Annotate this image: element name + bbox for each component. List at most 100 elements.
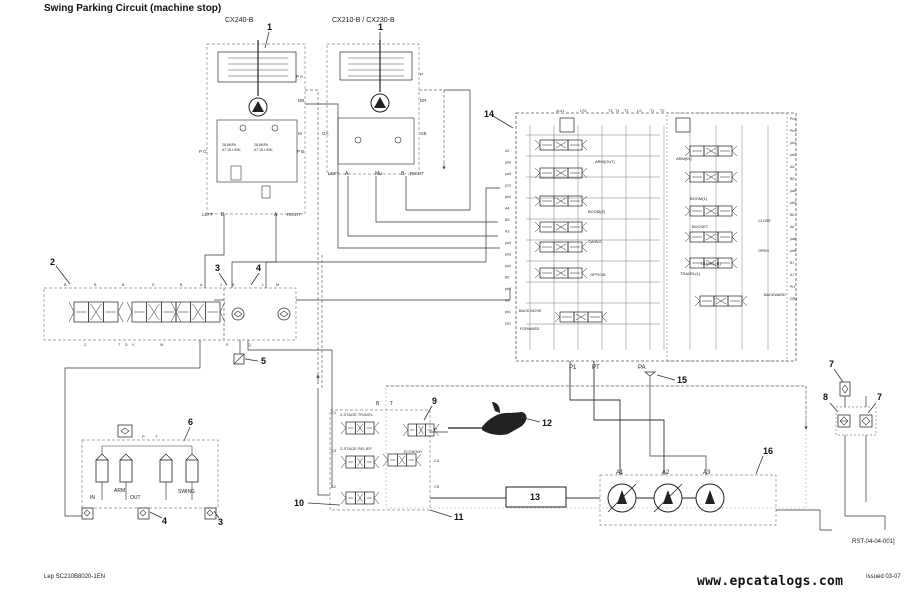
- brake-block-cx240: [217, 51, 297, 83]
- svg-text:P: P: [434, 427, 437, 432]
- solenoid-valve-block: 2-STAGE TRAVEL 2-STAGE RELIEF ECONOMY C1…: [294, 385, 807, 522]
- svg-text:C2: C2: [331, 484, 337, 489]
- cv-left-port: pa3: [505, 241, 511, 245]
- relief-label-2b: AT 16 L/MN: [254, 148, 273, 152]
- callout-13: 13: [530, 492, 540, 502]
- cv-right-port: DR3: [790, 297, 797, 301]
- cv-spool-left-1: [534, 139, 588, 151]
- motor-symbol-cx240: [248, 97, 268, 117]
- svg-text:P: P: [420, 72, 423, 77]
- svg-text:RIGHT: RIGHT: [287, 212, 301, 217]
- callout-15: 15: [677, 375, 687, 385]
- svg-text:LEFT: LEFT: [202, 212, 213, 217]
- cv-left-port: A1: [505, 299, 509, 303]
- cv-left-port: pa1: [505, 322, 511, 326]
- left-valve-bank: 2 3 4 B B B D B A J B L M C T D E Q V: [43, 257, 297, 366]
- swing-motor-cx210: CX210-B / CX230-B 1 P DR GA GB LEFT A Mu…: [322, 17, 427, 177]
- callout-12: 12: [542, 418, 552, 428]
- diagram-title: Swing Parking Circuit (machine stop): [44, 3, 222, 14]
- relief-label-1b: AT 16 L/MN: [222, 148, 241, 152]
- figure-reference: RST-04-04-001]: [852, 539, 895, 545]
- svg-text:ARM: ARM: [114, 488, 125, 494]
- svg-text:GB: GB: [420, 131, 427, 136]
- callout-4-bottom: 4: [162, 516, 167, 526]
- callout-6: 6: [188, 417, 193, 427]
- cv-right-port: A6: [790, 225, 794, 229]
- swing-motor-cx240: CX240-B 1 28.8MPA AT 16 L/MN 28.8MPA AT …: [199, 17, 306, 218]
- svg-text:C4: C4: [434, 458, 440, 463]
- svg-text:B: B: [376, 401, 380, 407]
- main-pump: 16 A1 A2 A3: [599, 446, 777, 526]
- svg-text:ECONOMY: ECONOMY: [404, 450, 423, 454]
- cv-left-port: A4: [505, 207, 509, 211]
- callout-3-bottom: 3: [218, 517, 223, 527]
- svg-text:pLs1: pLs1: [556, 109, 564, 113]
- cv-right-port: pb5: [790, 201, 796, 205]
- cv-check-2: [675, 117, 691, 133]
- solenoid-valve-4: [340, 491, 380, 505]
- svg-text:BUCKET: BUCKET: [692, 224, 709, 229]
- svg-text:T1: T1: [650, 109, 654, 113]
- pilot-valve-block: 6 P T IN ARM OUT SWING 4 3: [81, 417, 223, 527]
- svg-text:TRAVEL(R): TRAVEL(R): [700, 261, 721, 266]
- svg-text:SWING: SWING: [588, 239, 602, 244]
- cv-right-port: Pn2: [790, 117, 796, 121]
- motor-housing-cx240: [206, 43, 306, 215]
- controller-13: 13: [505, 486, 567, 508]
- cv-right-port: Pr1: [790, 285, 796, 289]
- svg-text:LS2: LS2: [580, 109, 587, 113]
- svg-text:LEFT: LEFT: [328, 171, 339, 176]
- svg-text:D: D: [152, 283, 155, 287]
- cv-left-port: pa9: [505, 172, 511, 176]
- cv-left-port: pc3: [505, 184, 511, 188]
- cv-right-port: pb2: [790, 153, 796, 157]
- svg-text:B: B: [180, 283, 183, 287]
- svg-text:B: B: [122, 283, 125, 287]
- svg-text:T3: T3: [608, 109, 612, 113]
- svg-text:L: L: [262, 283, 264, 287]
- svg-text:P A: P A: [296, 74, 303, 79]
- svg-text:RIGHT: RIGHT: [410, 171, 424, 176]
- block2-port-labels: B B B D B A J B L M C T D E Q V W: [64, 283, 279, 347]
- svg-text:P: P: [142, 434, 145, 439]
- cv-left-port: pa2: [505, 264, 511, 268]
- bank-valve-2: [126, 301, 182, 323]
- cv-top-ports: pLs1 LS2 T3 T4 T2 LS T1 T2: [556, 109, 664, 113]
- svg-text:B: B: [64, 283, 67, 287]
- cv-spool-right-2: [684, 171, 738, 183]
- cv-right-port: A5: [790, 165, 794, 169]
- svg-text:M: M: [298, 131, 302, 136]
- svg-text:BOOM(1): BOOM(1): [690, 196, 708, 201]
- svg-text:P B: P B: [297, 149, 304, 154]
- svg-text:PA: PA: [638, 365, 646, 371]
- cv-right-port: pb4: [790, 141, 796, 145]
- svg-text:B: B: [401, 171, 405, 177]
- solenoid-valve-main: [402, 423, 440, 437]
- cv-left-port: A2: [505, 149, 509, 153]
- svg-text:A3: A3: [703, 470, 711, 476]
- svg-text:A: A: [345, 171, 349, 177]
- svg-text:C5: C5: [434, 484, 440, 489]
- callout-4-top: 4: [256, 263, 261, 273]
- svg-text:LS: LS: [637, 109, 642, 113]
- svg-text:E: E: [226, 343, 229, 347]
- relief-label-2: 28.8MPA: [254, 143, 269, 147]
- cv-spool-left-6: [534, 267, 588, 279]
- pilot-cartridge-1: [95, 453, 109, 500]
- svg-text:T: T: [155, 434, 158, 439]
- svg-text:BOOM(2): BOOM(2): [588, 209, 606, 214]
- cv-spool-left-7: [554, 311, 608, 323]
- cv-spool-right-3: [684, 205, 738, 217]
- svg-text:OPEN: OPEN: [758, 249, 769, 253]
- svg-text:B: B: [221, 212, 225, 218]
- cv-spool-left-3: [534, 195, 588, 207]
- callout-1-left: 1: [267, 22, 272, 32]
- svg-text:C: C: [84, 343, 87, 347]
- cv-spool-left-5: [534, 241, 588, 253]
- svg-text:V: V: [132, 343, 135, 347]
- callout-11: 11: [454, 512, 464, 522]
- svg-text:M: M: [276, 283, 279, 287]
- svg-text:BACK MOVE: BACK MOVE: [519, 309, 542, 313]
- cv-right-port: B7: [790, 261, 794, 265]
